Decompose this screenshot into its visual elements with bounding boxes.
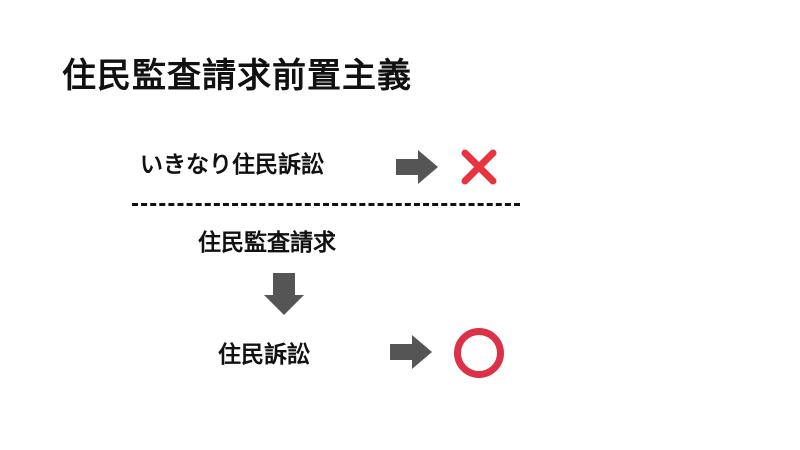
arrow-down-shape <box>264 273 304 315</box>
cross-icon <box>461 149 497 185</box>
lawsuit-label: 住民訴訟 <box>218 342 310 368</box>
arrow-right-shape <box>396 150 438 184</box>
circle-ring <box>454 328 504 378</box>
circle-icon <box>454 328 504 378</box>
arrow-down-icon <box>264 273 304 315</box>
arrow-right-icon <box>390 335 432 369</box>
direct-lawsuit-label: いきなり住民訴訟 <box>140 152 324 178</box>
page-title: 住民監査請求前置主義 <box>62 56 412 96</box>
arrow-right-shape <box>390 335 432 369</box>
divider-line <box>132 203 520 206</box>
arrow-right-icon <box>396 150 438 184</box>
audit-request-label: 住民監査請求 <box>198 230 336 256</box>
cross-stroke-2 <box>461 149 497 185</box>
